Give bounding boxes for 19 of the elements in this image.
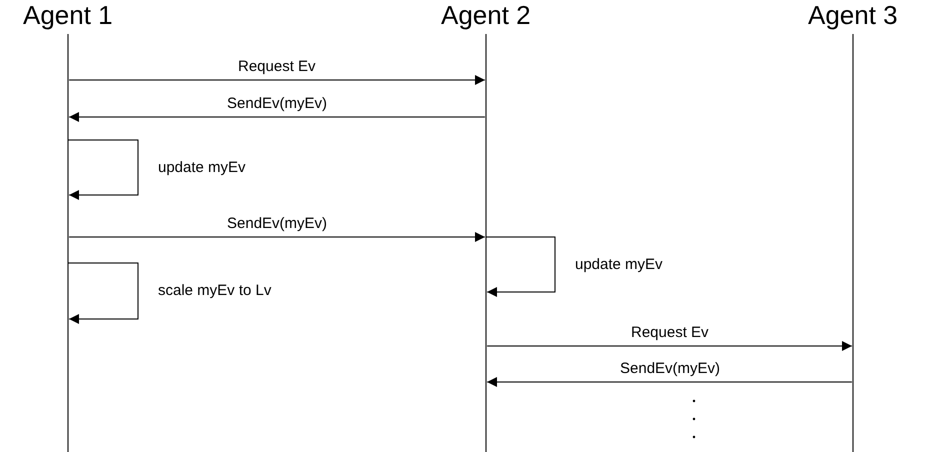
message-arrow <box>486 377 852 387</box>
participant-label: Agent 2 <box>441 0 531 30</box>
edge-label: scale myEv to Lv <box>156 282 274 299</box>
participant-label: Agent 3 <box>808 0 898 30</box>
message-arrow <box>68 232 486 242</box>
edge-label: SendEv(myEv) <box>225 215 330 232</box>
self-message-arrow <box>68 140 138 200</box>
edge-label: Request Ev <box>236 58 318 75</box>
self-message-arrow <box>486 236 556 297</box>
self-message-arrow <box>68 262 138 324</box>
participant-label: Agent 1 <box>23 0 113 30</box>
message-arrow <box>68 112 486 122</box>
edge-label: SendEv(myEv) <box>225 95 330 112</box>
message-arrow <box>486 341 852 351</box>
edge-label: Request Ev <box>629 324 711 341</box>
edge-label: update myEv <box>573 256 665 273</box>
edge-label: SendEv(myEv) <box>618 360 722 377</box>
edge-label: update myEv <box>156 159 248 176</box>
message-arrow <box>68 75 486 85</box>
